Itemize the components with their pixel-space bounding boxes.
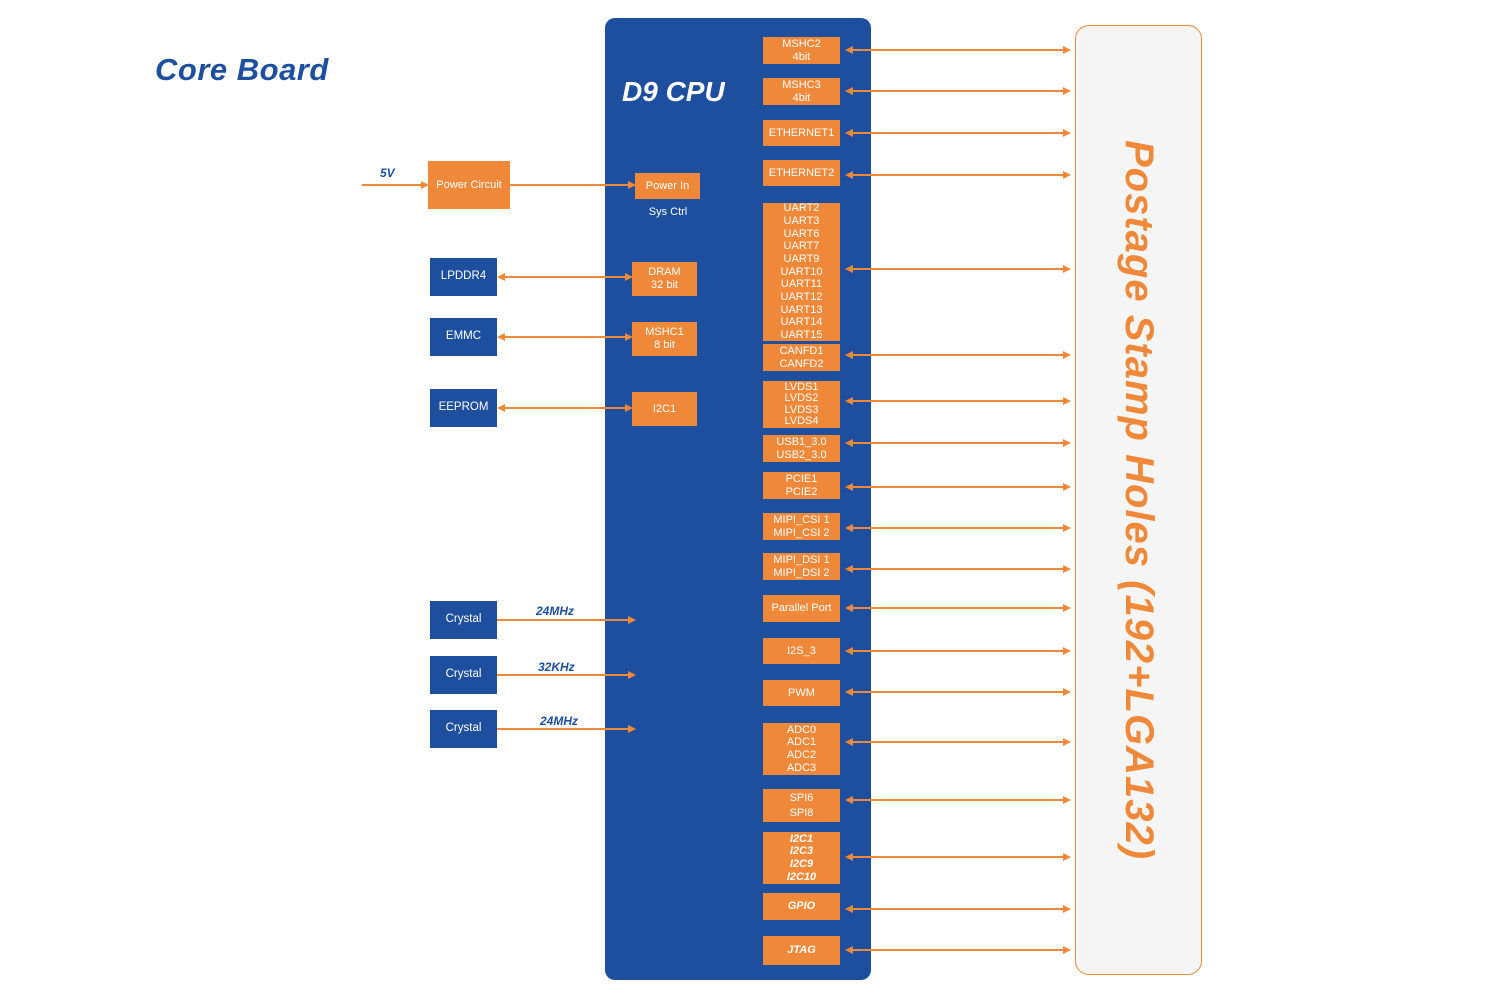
eeprom-box: EEPROM: [430, 389, 497, 427]
arrow-ethernet2-panel: [845, 171, 1071, 179]
port-ethernet1: ETHERNET1: [763, 120, 840, 146]
port-i2s-3: I2S_3: [763, 638, 840, 664]
i2c1-box: I2C1: [632, 392, 697, 426]
port-spi-group: SPI6 SPI8: [763, 789, 840, 822]
port-usb: USB1_3.0 USB2_3.0: [763, 435, 840, 462]
port-uart-group: UART2 UART3 UART6 UART7 UART9 UART10 UAR…: [763, 202, 840, 341]
arrow-pwm-panel: [845, 688, 1071, 696]
arrow-crystal3-cpu: [497, 725, 636, 733]
arrow-usb-panel: [845, 439, 1071, 447]
port-gpio: GPIO: [763, 893, 840, 920]
port-jtag: JTAG: [763, 936, 840, 965]
cpu-title: D9 CPU: [622, 76, 725, 107]
arrow-uart-panel: [845, 265, 1071, 273]
port-mshc3: MSHC3 4bit: [763, 78, 840, 105]
freq-label-32khz: 32KHz: [538, 660, 575, 674]
arrow-crystal1-cpu: [497, 616, 636, 624]
crystal-box-1: Crystal: [430, 601, 497, 639]
arrow-canfd-panel: [845, 351, 1071, 359]
port-lvds: LVDS1 LVDS2 LVDS3 LVDS4: [763, 381, 840, 428]
power-in-box: Power In: [635, 173, 700, 199]
arrow-parallel-port-panel: [845, 604, 1071, 612]
arrow-lpddr4-dram: [497, 273, 633, 281]
arrow-jtag-panel: [845, 946, 1071, 954]
port-canfd: CANFD1 CANFD2: [763, 344, 840, 371]
arrow-mipi-csi-panel: [845, 524, 1071, 532]
sys-ctrl-label: Sys Ctrl: [648, 206, 688, 218]
arrow-mshc3-panel: [845, 87, 1071, 95]
lpddr4-box: LPDDR4: [430, 258, 497, 296]
arrow-spi-panel: [845, 796, 1071, 804]
arrow-i2s3-panel: [845, 647, 1071, 655]
arrow-pcie-panel: [845, 483, 1071, 491]
arrow-lvds-panel: [845, 397, 1071, 405]
freq-label-24mhz-1: 24MHz: [536, 604, 575, 618]
port-mipi-dsi: MIPI_DSI 1 MIPI_DSI 2: [763, 553, 840, 580]
arrow-ethernet1-panel: [845, 129, 1071, 137]
crystal-box-2: Crystal: [430, 656, 497, 694]
arrow-mipi-dsi-panel: [845, 565, 1071, 573]
arrow-crystal2-cpu: [497, 671, 636, 679]
port-i2c-group: I2C1 I2C3 I2C9 I2C10: [763, 832, 840, 884]
postage-stamp-holes-label: Postage Stamp Holes (192+LGA132): [1117, 139, 1161, 861]
port-parallel-port: Parallel Port: [763, 595, 840, 622]
arrow-adc-panel: [845, 738, 1071, 746]
diagram-title: Core Board: [155, 52, 329, 87]
port-ethernet2: ETHERNET2: [763, 160, 840, 186]
arrow-5v-to-power-circuit: [362, 181, 429, 189]
port-pcie: PCIE1 PCIE2: [763, 472, 840, 499]
arrow-i2c-panel: [845, 853, 1071, 861]
arrow-power-circuit-to-power-in: [510, 181, 636, 189]
arrow-emmc-mshc1: [497, 333, 633, 341]
mshc1-box: MSHC1 8 bit: [632, 322, 697, 356]
freq-label-24mhz-2: 24MHz: [540, 714, 579, 728]
dram-box: DRAM 32 bit: [632, 262, 697, 296]
port-pwm: PWM: [763, 680, 840, 706]
emmc-box: EMMC: [430, 318, 497, 356]
arrow-mshc2-panel: [845, 46, 1071, 54]
power-circuit-box: Power Circuit: [428, 161, 510, 209]
crystal-box-3: Crystal: [430, 710, 497, 748]
postage-stamp-holes-panel: Postage Stamp Holes (192+LGA132): [1075, 25, 1202, 975]
5v-label: 5V: [380, 166, 395, 180]
arrow-gpio-panel: [845, 905, 1071, 913]
port-mipi-csi: MIPI_CSI 1 MIPI_CSI 2: [763, 513, 840, 540]
arrow-eeprom-i2c1: [497, 404, 633, 412]
port-mshc2: MSHC2 4bit: [763, 37, 840, 64]
port-adc-group: ADC0 ADC1 ADC2 ADC3: [763, 723, 840, 775]
